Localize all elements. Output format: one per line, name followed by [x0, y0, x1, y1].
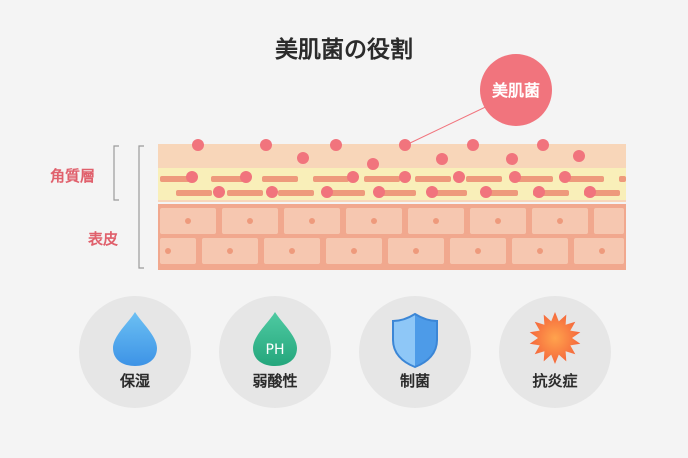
corneum-bar — [517, 176, 553, 182]
corneum-bar — [262, 176, 298, 182]
cell-nucleus — [371, 218, 377, 224]
corneum-bar — [568, 176, 604, 182]
epidermis-cells — [160, 208, 624, 264]
bacteria-dot — [573, 150, 585, 162]
bacteria-dot — [436, 153, 448, 165]
epidermis-label: 表皮 — [88, 230, 119, 248]
cell-nucleus — [557, 218, 563, 224]
bubble-pointer-line — [407, 101, 497, 145]
feature-moisture: 保湿 — [79, 296, 191, 408]
bacteria-dot — [373, 186, 385, 198]
bacteria-dot — [266, 186, 278, 198]
cell-nucleus — [227, 248, 233, 254]
ph-icon-text: PH — [266, 342, 285, 358]
bacteria-dot — [192, 139, 204, 151]
cell-nucleus — [475, 248, 481, 254]
bacteria-dot — [506, 153, 518, 165]
corneum-bracket — [113, 145, 119, 201]
epidermis-cell — [594, 208, 624, 234]
feature-anti-inflammatory: 抗炎症 — [499, 296, 611, 408]
bacteria-dot — [330, 139, 342, 151]
bacteria-dot — [297, 152, 309, 164]
shield-icon — [392, 312, 438, 369]
page-title: 美肌菌の役割 — [275, 37, 413, 63]
bubble-circle — [480, 54, 552, 126]
bacteria-dot — [537, 139, 549, 151]
cell-nucleus — [351, 248, 357, 254]
ph-drop-icon: PH — [253, 312, 297, 366]
bubble-label: 美肌菌 — [492, 81, 540, 100]
feature-antibacterial: 制菌 — [359, 296, 471, 408]
corneum-bar — [211, 176, 247, 182]
feature-anti-inflammatory-label: 抗炎症 — [532, 372, 578, 390]
cell-nucleus — [247, 218, 253, 224]
bacteria-dot — [533, 186, 545, 198]
bacteria-dot — [367, 158, 379, 170]
cell-nucleus — [413, 248, 419, 254]
bacteria-dot — [186, 171, 198, 183]
cell-nucleus — [185, 218, 191, 224]
corneum-bar — [619, 176, 626, 182]
cell-nucleus — [599, 248, 605, 254]
corneum-bar — [380, 190, 416, 196]
epidermis-layer — [158, 204, 626, 270]
corneum-bar — [466, 176, 502, 182]
bacteria-dot — [467, 139, 479, 151]
bacteria-dot — [213, 186, 225, 198]
corneum-bar — [364, 176, 400, 182]
cell-nucleus — [165, 248, 171, 254]
bacteria-dot — [584, 186, 596, 198]
bacteria-dot — [240, 171, 252, 183]
corneum-bar — [415, 176, 451, 182]
water-drop-icon — [113, 312, 157, 366]
epidermis-bracket — [138, 145, 144, 269]
bacteria-dot — [347, 171, 359, 183]
corneum-bar — [329, 190, 365, 196]
bacteria-dot — [260, 139, 272, 151]
corneum-bar — [176, 190, 212, 196]
cell-nucleus — [495, 218, 501, 224]
corneum-bar — [278, 190, 314, 196]
stratum-corneum-label: 角質層 — [50, 167, 96, 185]
stratum-corneum-layer — [158, 144, 626, 202]
feature-weak-acid: PH 弱酸性 — [219, 296, 331, 408]
bacteria-dot — [399, 171, 411, 183]
corneum-bar — [227, 190, 263, 196]
bacteria-dots — [186, 139, 596, 198]
corneum-bar — [313, 176, 349, 182]
layer-brackets — [113, 145, 144, 269]
bacteria-dot — [399, 139, 411, 151]
epidermis-cell — [160, 238, 196, 264]
feature-antibacterial-label: 制菌 — [399, 372, 430, 390]
bacteria-dot — [509, 171, 521, 183]
feature-moisture-label: 保湿 — [119, 372, 150, 390]
feature-weak-acid-label: 弱酸性 — [252, 372, 298, 390]
cell-nucleus — [309, 218, 315, 224]
cell-nucleus — [433, 218, 439, 224]
bacteria-dot — [559, 171, 571, 183]
cell-nucleus — [289, 248, 295, 254]
corneum-bar — [431, 190, 467, 196]
bacteria-dot — [480, 186, 492, 198]
cell-nucleus — [537, 248, 543, 254]
bacteria-dot — [453, 171, 465, 183]
starburst-icon — [529, 312, 581, 364]
bacteria-dot — [321, 186, 333, 198]
bacteria-dot — [426, 186, 438, 198]
